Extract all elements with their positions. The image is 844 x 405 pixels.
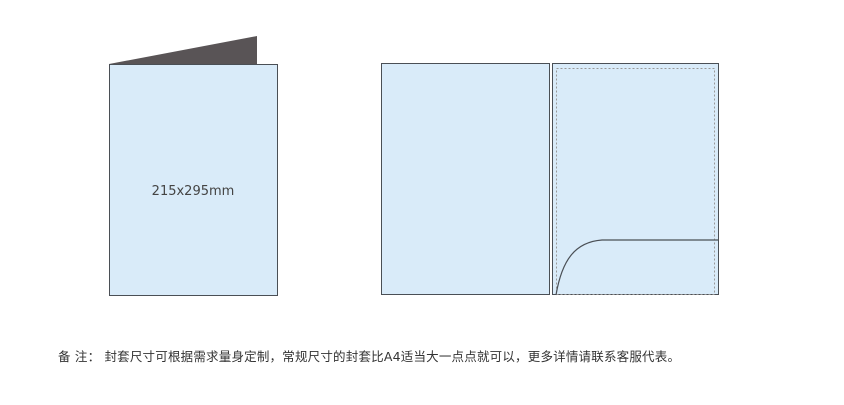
left-panel	[381, 63, 550, 295]
right-panel	[552, 63, 719, 295]
cover-size-label: 215x295mm	[152, 184, 235, 199]
closed-folder: 215x295mm	[109, 36, 278, 296]
note-text: 备 注： 封套尺寸可根据需求量身定制，常规尺寸的封套比A4适当大一点点就可以，更…	[58, 349, 681, 364]
pocket-edge	[555, 239, 719, 296]
back-flap	[109, 36, 257, 64]
open-folder	[381, 63, 719, 296]
front-cover	[109, 64, 278, 296]
